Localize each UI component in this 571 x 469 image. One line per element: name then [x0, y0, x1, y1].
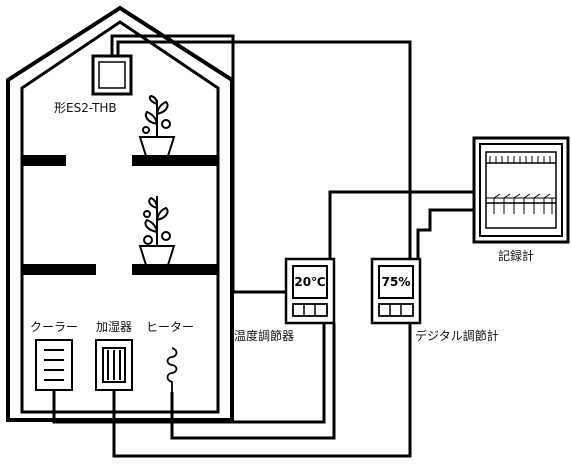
heater-coil — [166, 347, 178, 392]
wire-meter-recorder — [416, 208, 474, 259]
wire-sensor-temp — [110, 34, 286, 294]
recorder-label: 記録計 — [498, 249, 535, 263]
sensor-label: 形ES2-THB — [54, 101, 117, 115]
heater-label: ヒーター — [146, 320, 195, 334]
shelves — [22, 155, 218, 275]
greenhouse-outer-wall — [6, 5, 234, 422]
temp-controller-box — [284, 257, 336, 325]
wire-meter-humidifier — [112, 323, 412, 458]
recorder-box — [472, 136, 570, 244]
wire-temp-heater — [170, 323, 336, 440]
greenhouse-inner-wall — [20, 20, 220, 414]
digital-meter-box — [370, 257, 422, 325]
sensor-box — [91, 54, 133, 96]
cooler-unit — [35, 339, 73, 391]
shelf-right-upper — [132, 155, 218, 166]
shelf-right-lower — [132, 264, 218, 275]
wire-sensor-meter — [116, 40, 412, 259]
digital-meter-label: デジタル調節計 — [415, 329, 499, 343]
shelf-left-upper — [22, 155, 66, 166]
temp-controller-display: 20℃ — [294, 275, 326, 289]
wire-temp-recorder — [328, 190, 474, 259]
temp-controller-label: 温度調節器 — [234, 329, 295, 343]
humidifier-unit — [95, 339, 133, 391]
wiring — [52, 34, 474, 458]
cooler-label: クーラー — [30, 320, 79, 334]
plant-upper — [138, 94, 176, 157]
digital-meter-display: 75% — [381, 275, 411, 289]
wire-temp-cooler — [52, 323, 326, 424]
plant-lower — [138, 196, 176, 266]
shelf-left-lower — [22, 264, 96, 275]
humidifier-label: 加湿器 — [96, 320, 133, 334]
